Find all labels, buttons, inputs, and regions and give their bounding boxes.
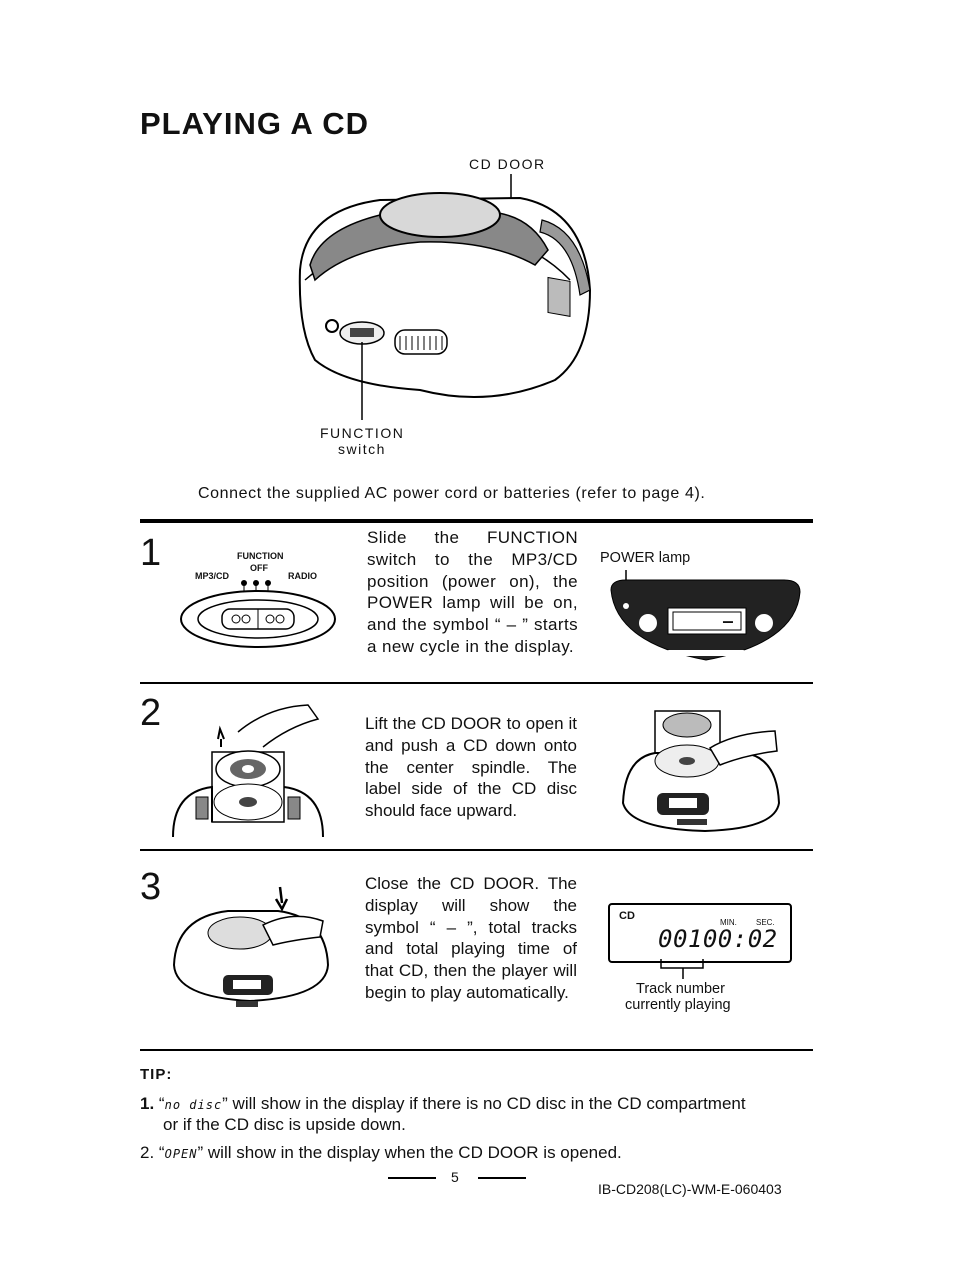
rule-2: [140, 849, 813, 851]
step-3-text: Close the CD DOOR. The display will show…: [365, 874, 577, 1002]
switch-label: switch: [338, 441, 386, 457]
switch-mp3cd-label: MP3/CD: [195, 571, 230, 581]
lcd-sec-label: SEC.: [756, 918, 775, 927]
intro-text: Connect the supplied AC power cord or ba…: [198, 485, 706, 502]
rule-3: [140, 1049, 813, 1051]
tip-1-post: ” will show in the display if there is n…: [222, 1094, 746, 1113]
step-2-text: Lift the CD DOOR to open it and push a C…: [365, 714, 577, 821]
tip-heading: TIP:: [140, 1066, 173, 1083]
track-caption-2: currently playing: [625, 997, 731, 1013]
tip-item-2: 2. “OPEN” will show in the display when …: [140, 1143, 622, 1163]
switch-off-label: OFF: [250, 563, 268, 573]
rule-top: [140, 519, 813, 523]
tip-item-1-cont: or if the CD disc is upside down.: [163, 1115, 406, 1134]
footer-line-right: [478, 1177, 526, 1179]
tip-1-pre: “: [158, 1094, 165, 1113]
close-door-illustration: [172, 886, 330, 1007]
page-number: 5: [451, 1169, 459, 1185]
step-3-number: 3: [140, 866, 162, 908]
tip-1-num: 1.: [140, 1094, 155, 1113]
page-title: PLAYING A CD: [140, 106, 370, 141]
step-1-number: 1: [140, 532, 162, 574]
function-label: FUNCTION: [320, 425, 405, 441]
rule-1: [140, 682, 813, 684]
boombox-illustration: [298, 174, 592, 420]
cd-door-label: CD DOOR: [469, 156, 546, 172]
display-symbol: ‒: [723, 611, 734, 631]
footer-line-left: [388, 1177, 436, 1179]
open-door-illustration: [172, 704, 324, 838]
tip-2-pre: “: [158, 1143, 165, 1162]
step-2-number: 2: [140, 692, 162, 734]
tip-2-code: OPEN: [164, 1147, 198, 1161]
doc-code: IB-CD208(LC)-WM-E-060403: [598, 1181, 782, 1197]
tip-1-code: no disc: [164, 1098, 223, 1112]
insert-cd-illustration: [621, 710, 781, 833]
track-caption-1: Track number: [636, 981, 725, 997]
track-bracket: [660, 959, 704, 979]
function-switch-illustration: FUNCTION OFF MP3/CD RADIO: [180, 545, 360, 675]
switch-radio-label: RADIO: [288, 571, 317, 581]
lcd-min-label: MIN.: [720, 918, 737, 927]
front-panel-illustration: [610, 570, 801, 661]
tip-2-num: 2.: [140, 1143, 155, 1162]
power-lamp-label: POWER lamp: [600, 550, 691, 566]
switch-function-label: FUNCTION: [237, 551, 284, 561]
step-1-text: Slide the FUNCTION switch to the MP3/CD …: [367, 528, 578, 656]
lcd-digits: 00100:02: [658, 925, 778, 953]
lcd-display: CD MIN. SEC. 00100:02: [608, 903, 792, 963]
tip-item-1: 1. “no disc” will show in the display if…: [140, 1094, 746, 1114]
lcd-mode: CD: [619, 910, 635, 922]
tip-2-post: ” will show in the display when the CD D…: [197, 1143, 622, 1162]
